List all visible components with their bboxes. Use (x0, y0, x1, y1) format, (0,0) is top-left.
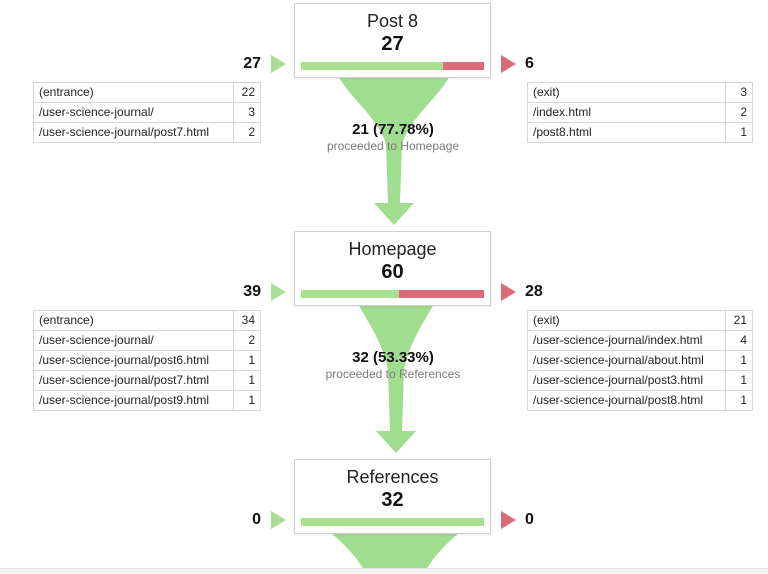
entrance-sources-table: (entrance)22 /user-science-journal/3 /us… (33, 82, 261, 143)
step-progress-bar (301, 290, 484, 298)
entry-arrow-icon (271, 511, 286, 529)
step-progress-fill (301, 518, 484, 526)
destination-value: 1 (725, 350, 753, 371)
entrance-count: 39 (243, 283, 261, 300)
entry-arrow-icon (271, 283, 286, 301)
source-value: 2 (233, 122, 261, 143)
source-label: /user-science-journal/post6.html (33, 350, 234, 371)
table-row[interactable]: /user-science-journal/2 (33, 330, 261, 351)
flow-count: 21 (77.78%) (352, 121, 434, 138)
table-row[interactable]: (entrance)34 (33, 310, 261, 331)
source-value: 22 (233, 82, 261, 103)
destination-label: /user-science-journal/about.html (527, 350, 726, 371)
source-value: 3 (233, 102, 261, 123)
entrance-sources-table: (entrance)34 /user-science-journal/2 /us… (33, 310, 261, 411)
destination-value: 4 (725, 330, 753, 351)
source-label: /user-science-journal/post7.html (33, 122, 234, 143)
source-label: (entrance) (33, 310, 234, 331)
step-total: 32 (381, 489, 404, 511)
step-box-post-8[interactable]: Post 8 27 (294, 3, 491, 78)
table-row[interactable]: (exit)3 (527, 82, 753, 103)
exit-count: 6 (525, 55, 534, 72)
destination-value: 1 (725, 390, 753, 411)
step-progress-bar (301, 62, 484, 70)
destination-label: /index.html (527, 102, 726, 123)
entrance-count: 27 (243, 55, 261, 72)
step-name: References (346, 467, 439, 487)
table-row[interactable]: (exit)21 (527, 310, 753, 331)
destination-value: 2 (725, 102, 753, 123)
funnel-shape-1 (338, 76, 450, 225)
exit-count: 0 (525, 511, 534, 528)
step-progress-fill (301, 62, 444, 70)
destination-label: /user-science-journal/post8.html (527, 390, 726, 411)
source-value: 1 (233, 390, 261, 411)
destination-label: /post8.html (527, 122, 726, 143)
destination-value: 1 (725, 122, 753, 143)
entrance-count: 0 (252, 511, 261, 528)
step-name: Homepage (348, 239, 437, 259)
source-label: (entrance) (33, 82, 234, 103)
destination-value: 1 (725, 370, 753, 391)
funnel-shape-3 (330, 532, 460, 573)
destination-label: (exit) (527, 310, 726, 331)
source-label: /user-science-journal/ (33, 102, 234, 123)
step-total: 27 (381, 33, 404, 55)
bottom-edge-strip (0, 568, 768, 574)
destination-label: (exit) (527, 82, 726, 103)
funnel-shape-2 (358, 304, 434, 453)
exit-arrow-icon (501, 283, 516, 301)
exit-arrow-icon (501, 55, 516, 73)
flow-caption: proceeded to Homepage (326, 139, 460, 153)
source-value: 1 (233, 370, 261, 391)
source-value: 1 (233, 350, 261, 371)
table-row[interactable]: /user-science-journal/3 (33, 102, 261, 123)
source-label: /user-science-journal/ (33, 330, 234, 351)
source-value: 34 (233, 310, 261, 331)
source-label: /user-science-journal/post7.html (33, 370, 234, 391)
step-progress-bar (301, 518, 484, 526)
step-progress-fill (301, 290, 399, 298)
table-row[interactable]: (entrance)22 (33, 82, 261, 103)
source-value: 2 (233, 330, 261, 351)
destination-label: /user-science-journal/post3.html (527, 370, 726, 391)
source-label: /user-science-journal/post9.html (33, 390, 234, 411)
entry-arrow-icon (271, 55, 286, 73)
flow-label: 32 (53.33%) proceeded to References (293, 349, 493, 381)
flow-caption: proceeded to References (325, 367, 461, 381)
step-name: Post 8 (366, 11, 419, 31)
destination-label: /user-science-journal/index.html (527, 330, 726, 351)
flow-count: 32 (53.33%) (352, 349, 434, 366)
flow-label: 21 (77.78%) proceeded to Homepage (293, 121, 493, 153)
step-box-references[interactable]: References 32 (294, 459, 491, 534)
step-total: 60 (381, 261, 404, 283)
exit-arrow-icon (501, 511, 516, 529)
destination-value: 3 (725, 82, 753, 103)
step-box-homepage[interactable]: Homepage 60 (294, 231, 491, 306)
destination-value: 21 (725, 310, 753, 331)
exit-destinations-table: (exit)21 /user-science-journal/index.htm… (527, 310, 753, 411)
exit-count: 28 (525, 283, 543, 300)
